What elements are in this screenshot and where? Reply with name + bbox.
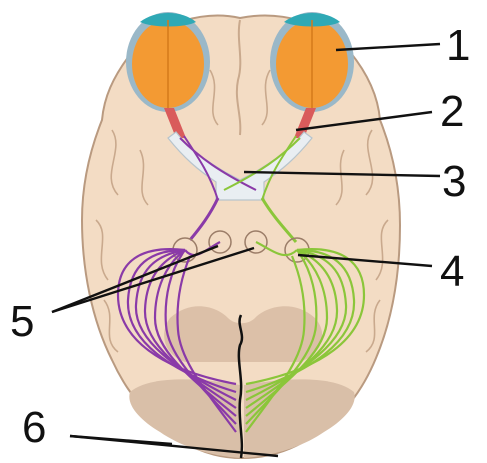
label-3: 3 <box>442 157 466 206</box>
label-6: 6 <box>22 403 46 452</box>
label-5: 5 <box>10 297 34 346</box>
label-4: 4 <box>440 247 464 296</box>
label-2: 2 <box>440 87 464 136</box>
label-1: 1 <box>446 21 470 70</box>
